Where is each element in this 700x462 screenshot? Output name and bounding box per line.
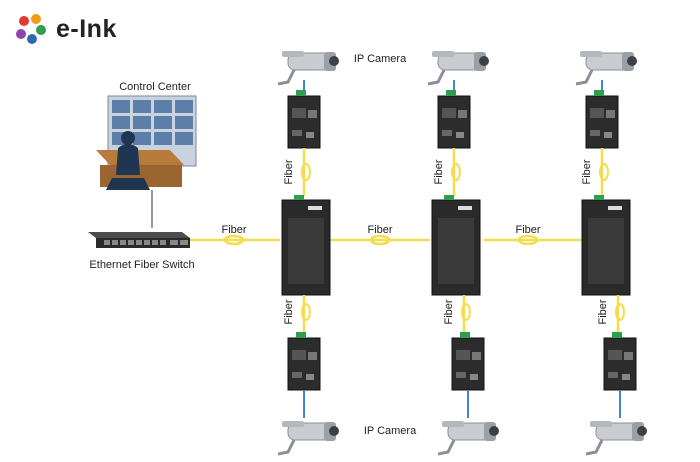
media-converter-icon (437, 89, 471, 149)
ip-camera-icon (584, 419, 649, 456)
camera-column-1 (276, 49, 341, 456)
fiber-label: Fiber (581, 159, 593, 184)
ip-camera-icon (426, 49, 491, 86)
fiber-label: Fiber (597, 299, 609, 324)
fiber-label: Fiber (367, 224, 392, 236)
fiber-backbone (190, 234, 582, 246)
control-center-label: Control Center (119, 81, 191, 93)
media-converter-icon (585, 89, 619, 149)
media-converter-icon (451, 331, 485, 391)
industrial-switch-icon (281, 194, 331, 296)
ip-camera-icon (276, 49, 341, 86)
brand-flower-icon (16, 14, 46, 44)
control-center-illustration (96, 95, 197, 190)
industrial-switch-icon (431, 194, 481, 296)
fiber-label: Fiber (433, 159, 445, 184)
ip-camera-label-bottom: IP Camera (364, 425, 417, 437)
fiber-label: Fiber (283, 159, 295, 184)
ip-camera-label-top: IP Camera (354, 53, 407, 65)
fiber-label: Fiber (221, 224, 246, 236)
ethernet-switch-label: Ethernet Fiber Switch (89, 259, 194, 271)
media-converter-icon (287, 331, 321, 391)
ip-camera-icon (276, 419, 341, 456)
fiber-label: Fiber (515, 224, 540, 236)
industrial-switch-icon (581, 194, 631, 296)
camera-column-2 (426, 49, 501, 456)
brand-logo: e-Ink (14, 12, 117, 46)
media-converter-icon (287, 89, 321, 149)
ip-camera-icon (574, 49, 639, 86)
ip-camera-icon (436, 419, 501, 456)
ethernet-fiber-switch-device (88, 232, 190, 248)
media-converter-icon (603, 331, 637, 391)
fiber-label: Fiber (443, 299, 455, 324)
fiber-label: Fiber (283, 299, 295, 324)
camera-column-3 (574, 49, 649, 456)
brand-name: e-Ink (56, 14, 117, 43)
